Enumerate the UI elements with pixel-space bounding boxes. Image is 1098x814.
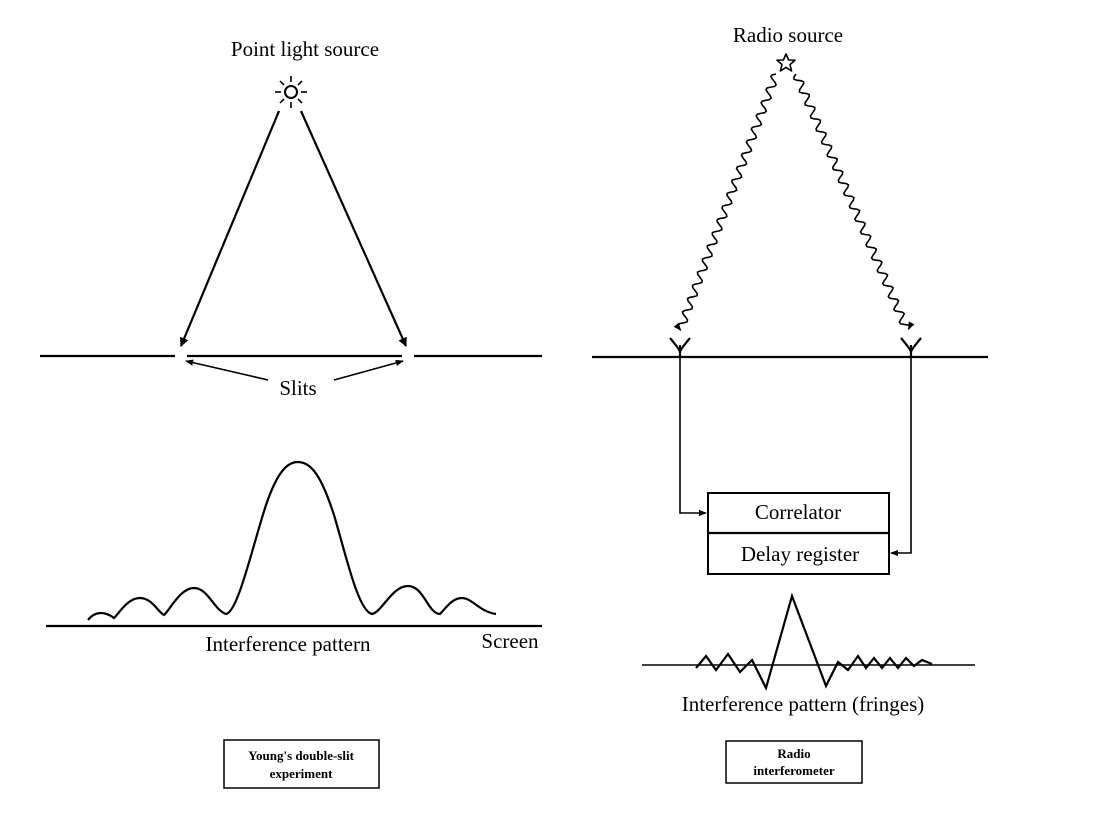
radio-caption-box: [725, 740, 863, 784]
star-icon: [776, 53, 796, 72]
antenna-icon: [900, 337, 922, 357]
young-panel: Point light source Slits Interference: [40, 37, 542, 789]
slit-pointer-left: [185, 359, 269, 381]
slits-label: Slits: [279, 376, 316, 400]
young-interference-curve: [87, 460, 497, 621]
signal-line-right: [890, 357, 912, 557]
delay-register-label: Delay register: [741, 542, 859, 566]
ray-right: [299, 110, 408, 347]
young-pattern-label: Interference pattern: [206, 632, 371, 656]
young-caption-box: [223, 739, 380, 789]
radio-panel: Radio source Correlator Delay register: [592, 23, 988, 784]
signal-line-left: [679, 357, 707, 517]
ray-left: [179, 110, 281, 347]
radio-caption-line1: Radio: [777, 746, 810, 761]
radio-wave-left: [673, 73, 778, 331]
young-caption-line2: experiment: [270, 766, 333, 781]
antenna-icon: [669, 337, 691, 357]
radio-pattern-label: Interference pattern (fringes): [682, 692, 925, 716]
screen-label: Screen: [481, 629, 539, 653]
point-light-source-label: Point light source: [231, 37, 379, 61]
radio-source-label: Radio source: [733, 23, 843, 47]
sun-icon: [275, 76, 307, 108]
slit-pointer-right: [333, 359, 404, 381]
radio-fringe-curve: [695, 592, 933, 692]
radio-wave-right: [793, 73, 915, 331]
radio-caption-line2: interferometer: [753, 763, 835, 778]
correlator-label: Correlator: [755, 500, 841, 524]
young-caption-line1: Young's double-slit: [248, 748, 355, 763]
